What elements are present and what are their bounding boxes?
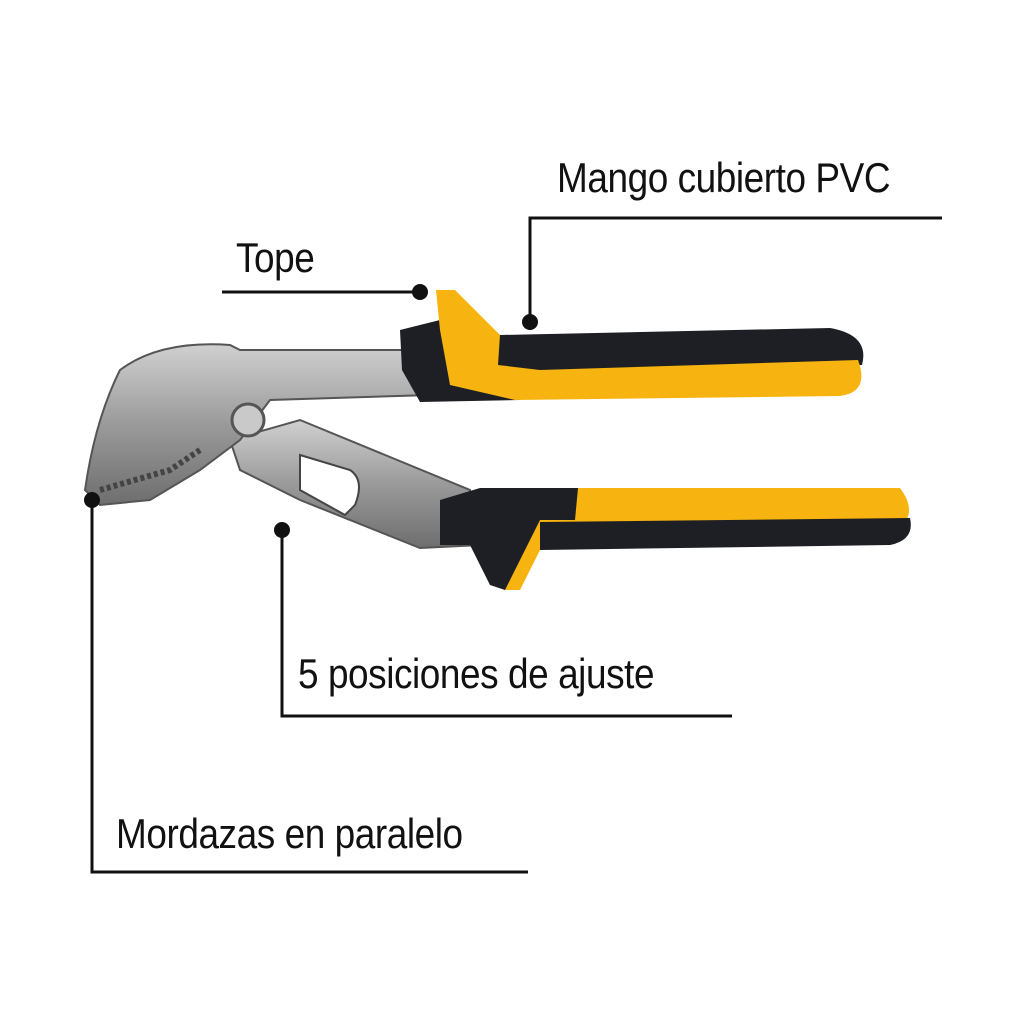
pivot-bolt <box>230 402 266 438</box>
adjust-callout-line <box>280 530 732 718</box>
adjust-slot <box>299 453 360 517</box>
adjust-callout-dot <box>274 522 290 538</box>
stop-callout-dot <box>412 284 428 300</box>
jaw-teeth <box>99 447 202 493</box>
handle-label: Mango cubierto PVC <box>557 154 891 201</box>
lower-grip-yellow <box>480 488 909 590</box>
jaws-callout-dot <box>84 492 100 508</box>
jaws-callout-line <box>90 500 528 874</box>
jaws-label: Mordazas en paralelo <box>116 810 463 857</box>
upper-grip-yellow <box>436 290 862 400</box>
stop-label: Tope <box>236 234 315 281</box>
adjust-label: 5 posiciones de ajuste <box>298 650 655 697</box>
lower-grip-black <box>440 488 911 590</box>
handle-callout-dot <box>522 314 538 330</box>
upper-jaw-arm <box>83 343 432 507</box>
handle-callout-line <box>528 216 942 322</box>
